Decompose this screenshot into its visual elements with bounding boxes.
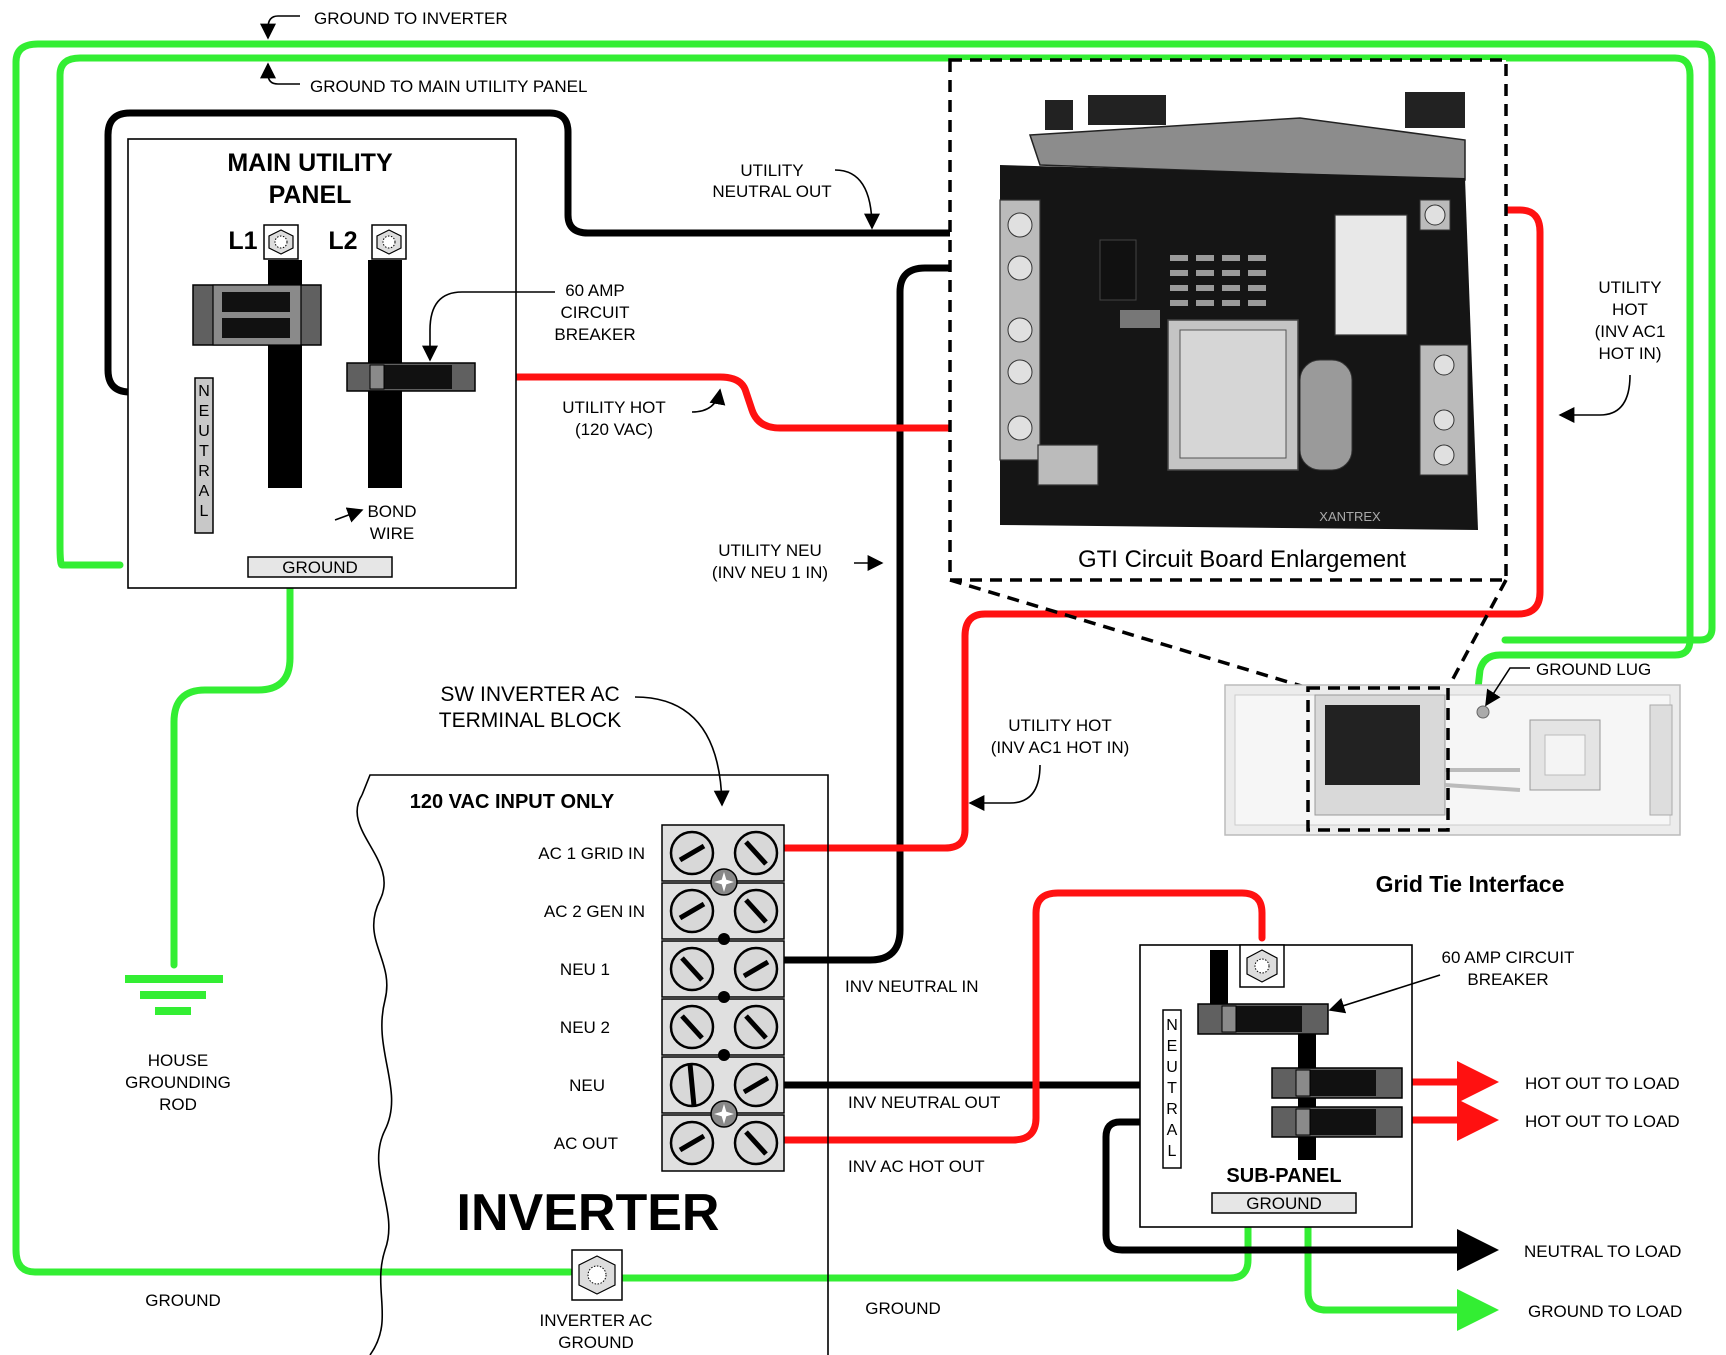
main-neutral-letters: N E U T R A L bbox=[198, 383, 210, 520]
terminal-neu2-label: NEU 2 bbox=[560, 1018, 610, 1037]
sw-inverter-label-1: SW INVERTER AC bbox=[440, 683, 619, 706]
sub-panel-load-breaker-2 bbox=[1271, 1106, 1403, 1138]
ground-left-label: GROUND bbox=[145, 1291, 221, 1310]
ground-to-main-panel-label: GROUND TO MAIN UTILITY PANEL bbox=[310, 77, 587, 96]
terminal-ac2-label: AC 2 GEN IN bbox=[544, 902, 645, 921]
inverter-ac-terminal-block bbox=[661, 824, 785, 1172]
ground-wires bbox=[12, 40, 1716, 1331]
sw-inverter-label-2: TERMINAL BLOCK bbox=[439, 709, 621, 732]
ground-to-inverter-label: GROUND TO INVERTER bbox=[314, 9, 508, 28]
house-rod-label-2: GROUNDING bbox=[125, 1073, 231, 1092]
l2-label: L2 bbox=[328, 227, 357, 255]
l2-lug bbox=[371, 224, 407, 260]
util-hot-mid-label-2: (INV AC1 HOT IN) bbox=[991, 738, 1130, 757]
breaker-60-label-3: BREAKER bbox=[554, 325, 635, 344]
sub-neutral-letters: N E U T R A L bbox=[1166, 1017, 1178, 1160]
main-neutral-bar bbox=[194, 377, 214, 534]
terminal-acout-label: AC OUT bbox=[554, 1134, 618, 1153]
house-rod-label-3: ROD bbox=[159, 1095, 197, 1114]
sub-ground-bar bbox=[1211, 1192, 1357, 1214]
ground-to-load-label: GROUND TO LOAD bbox=[1528, 1302, 1682, 1321]
inv-ac-ground-label-2: GROUND bbox=[558, 1333, 634, 1352]
ground-bottom-label: GROUND bbox=[865, 1299, 941, 1318]
bond-wire-label-2: WIRE bbox=[370, 524, 414, 543]
inverter-enclosure: 120 VAC INPUT ONLY INVERTER bbox=[356, 774, 829, 1355]
svg-text:T: T bbox=[1167, 1080, 1177, 1097]
utility-hot-label-2: (120 VAC) bbox=[575, 420, 653, 439]
inv-ac-ground-label-1: INVERTER AC bbox=[539, 1311, 652, 1330]
main-60a-breaker bbox=[346, 362, 476, 392]
terminal-neu1-label: NEU 1 bbox=[560, 960, 610, 979]
main-double-breaker bbox=[192, 284, 322, 346]
input-only-label: 120 VAC INPUT ONLY bbox=[410, 791, 615, 813]
svg-text:N: N bbox=[1166, 1017, 1178, 1034]
svg-text:N: N bbox=[198, 383, 210, 400]
sub-breaker-label-1: 60 AMP CIRCUIT bbox=[1442, 948, 1575, 967]
breaker-60-label-1: 60 AMP bbox=[565, 281, 625, 300]
svg-text:L: L bbox=[1168, 1143, 1177, 1160]
svg-text:R: R bbox=[1166, 1101, 1178, 1118]
sub-panel-lug bbox=[1239, 944, 1285, 988]
sub-breaker-label-2: BREAKER bbox=[1467, 970, 1548, 989]
ground-symbol bbox=[125, 975, 223, 1015]
l1-lug bbox=[263, 224, 299, 260]
inverter-ac-ground-lug bbox=[571, 1249, 623, 1301]
terminal-neu-label: NEU bbox=[569, 1076, 605, 1095]
inv-neutral-in-label: INV NEUTRAL IN bbox=[845, 977, 979, 996]
svg-text:U: U bbox=[198, 423, 210, 440]
svg-text:A: A bbox=[1167, 1122, 1178, 1139]
inv-neutral-out-label: INV NEUTRAL OUT bbox=[848, 1093, 1000, 1112]
neutral-to-load-label: NEUTRAL TO LOAD bbox=[1524, 1242, 1681, 1261]
hot-wires bbox=[466, 206, 1544, 1144]
utility-neu-label-2: (INV NEU 1 IN) bbox=[712, 563, 828, 582]
gti-caption: GTI Circuit Board Enlargement bbox=[1078, 546, 1406, 573]
l1-label: L1 bbox=[228, 227, 257, 255]
sub-ground-label: GROUND bbox=[1246, 1194, 1322, 1213]
hot-out-label-2: HOT OUT TO LOAD bbox=[1525, 1112, 1680, 1131]
svg-text:L: L bbox=[200, 503, 209, 520]
util-hot-right-label-3: (INV AC1 bbox=[1595, 322, 1666, 341]
sub-neutral-bar bbox=[1162, 1009, 1182, 1169]
utility-neu-label-1: UTILITY NEU bbox=[718, 541, 822, 560]
ground-lug-label: GROUND LUG bbox=[1536, 660, 1651, 679]
main-panel-title-line1: MAIN UTILITY bbox=[227, 149, 393, 177]
util-hot-right-label-1: UTILITY bbox=[1598, 278, 1661, 297]
terminal-ac1-label: AC 1 GRID IN bbox=[538, 844, 645, 863]
utility-hot-label-1: UTILITY HOT bbox=[562, 398, 666, 417]
utility-neutral-out-label-2: NEUTRAL OUT bbox=[712, 182, 831, 201]
grid-tie-interface-photo bbox=[1224, 684, 1681, 836]
gti-circuit-board-photo: XANTREX GTI Circuit Board Enlargement bbox=[948, 58, 1508, 582]
svg-text:T: T bbox=[199, 443, 209, 460]
util-hot-right-label-2: HOT bbox=[1612, 300, 1648, 319]
sub-panel-main-breaker bbox=[1197, 1003, 1329, 1035]
sub-panel-title: SUB-PANEL bbox=[1226, 1165, 1341, 1187]
main-ground-bar bbox=[247, 556, 393, 578]
sub-panel-load-breaker-1 bbox=[1271, 1067, 1403, 1099]
breaker-60-label-2: CIRCUIT bbox=[561, 303, 630, 322]
svg-text:R: R bbox=[198, 463, 210, 480]
svg-text:E: E bbox=[1167, 1038, 1178, 1055]
inverter-title: INVERTER bbox=[457, 1184, 720, 1242]
main-ground-label: GROUND bbox=[282, 558, 358, 577]
util-hot-mid-label-1: UTILITY HOT bbox=[1008, 716, 1112, 735]
bond-wire-label-1: BOND bbox=[367, 502, 416, 521]
house-rod-label-1: HOUSE bbox=[148, 1051, 208, 1070]
main-panel-title-line2: PANEL bbox=[269, 181, 352, 209]
sub-panel: N E U T R A L SUB-PANEL GROUND bbox=[1139, 944, 1413, 1228]
svg-text:U: U bbox=[1166, 1059, 1178, 1076]
board-brand-text: XANTREX bbox=[1319, 509, 1381, 524]
grid-tie-interface-label: Grid Tie Interface bbox=[1376, 871, 1565, 897]
inv-ac-hot-out-label: INV AC HOT OUT bbox=[848, 1157, 985, 1176]
main-utility-panel: MAIN UTILITY PANEL L1 L2 N bbox=[127, 138, 517, 589]
utility-neutral-out-label-1: UTILITY bbox=[740, 161, 803, 180]
svg-text:E: E bbox=[199, 403, 210, 420]
hot-out-label-1: HOT OUT TO LOAD bbox=[1525, 1074, 1680, 1093]
svg-text:A: A bbox=[199, 483, 210, 500]
util-hot-right-label-4: HOT IN) bbox=[1599, 344, 1662, 363]
